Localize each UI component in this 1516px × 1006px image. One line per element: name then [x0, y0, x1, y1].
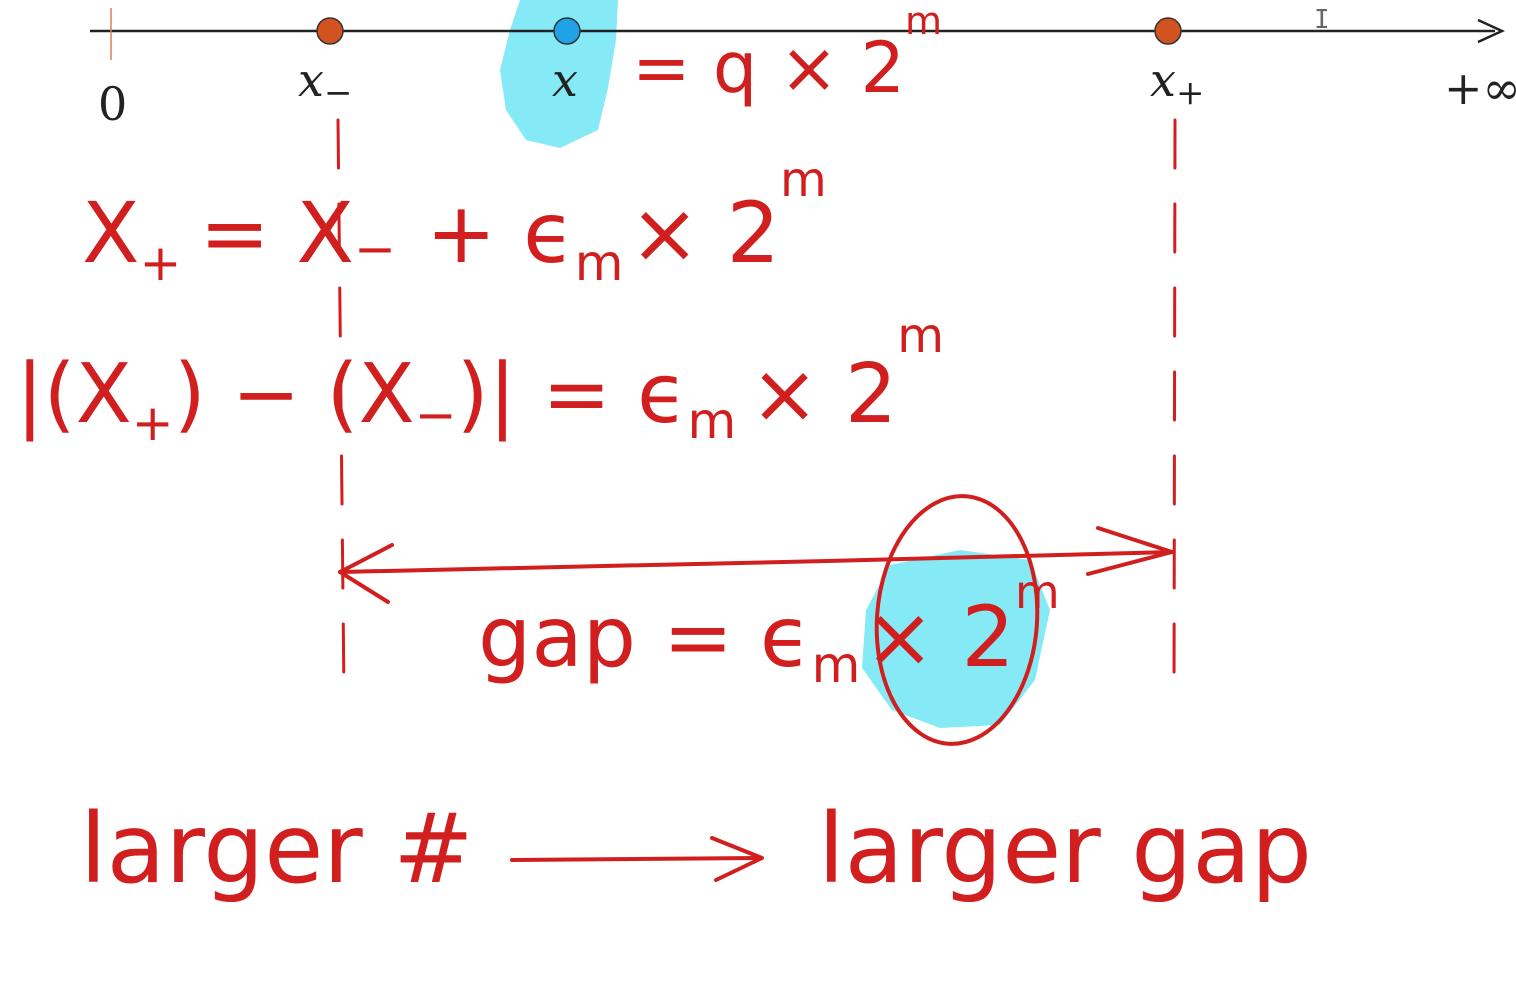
gap-arrow-left-head — [338, 543, 394, 604]
x-minus-dashed-guide — [336, 118, 346, 697]
x-plus-point — [1154, 17, 1182, 45]
x-label: x — [552, 53, 578, 107]
infinity-label: +∞ — [1444, 61, 1516, 115]
equation-x-plus: X+= X−+ ϵm× 2m — [82, 152, 827, 292]
x-minus-point — [316, 17, 344, 45]
x-plus-dashed-guide — [1172, 118, 1177, 702]
exponent-highlight-blob — [862, 550, 1050, 728]
larger-gap-label: larger gap — [818, 793, 1312, 905]
zero-label: 0 — [98, 77, 127, 131]
text-cursor-icon: I — [1314, 5, 1330, 35]
x-point — [553, 17, 581, 45]
gap-arrow-right-head — [1086, 526, 1174, 576]
gap-equation: gap = ϵm× 2m — [478, 565, 1060, 694]
conclusion-arrow — [510, 856, 762, 862]
number-line-arrowhead — [1477, 18, 1506, 44]
x-highlight-blob — [500, 0, 618, 148]
x-minus-label: x− — [298, 53, 352, 113]
gap-arrow-line — [338, 550, 1174, 574]
conclusion-arrowhead — [710, 836, 764, 882]
x-definition: = q × 2m — [632, 0, 942, 109]
exponent-circle — [874, 494, 1040, 746]
x-plus-label: x+ — [1150, 53, 1204, 113]
larger-number-label: larger # — [80, 793, 474, 905]
equation-difference: |(X+) − (X−)| = ϵm× 2m — [16, 308, 944, 452]
